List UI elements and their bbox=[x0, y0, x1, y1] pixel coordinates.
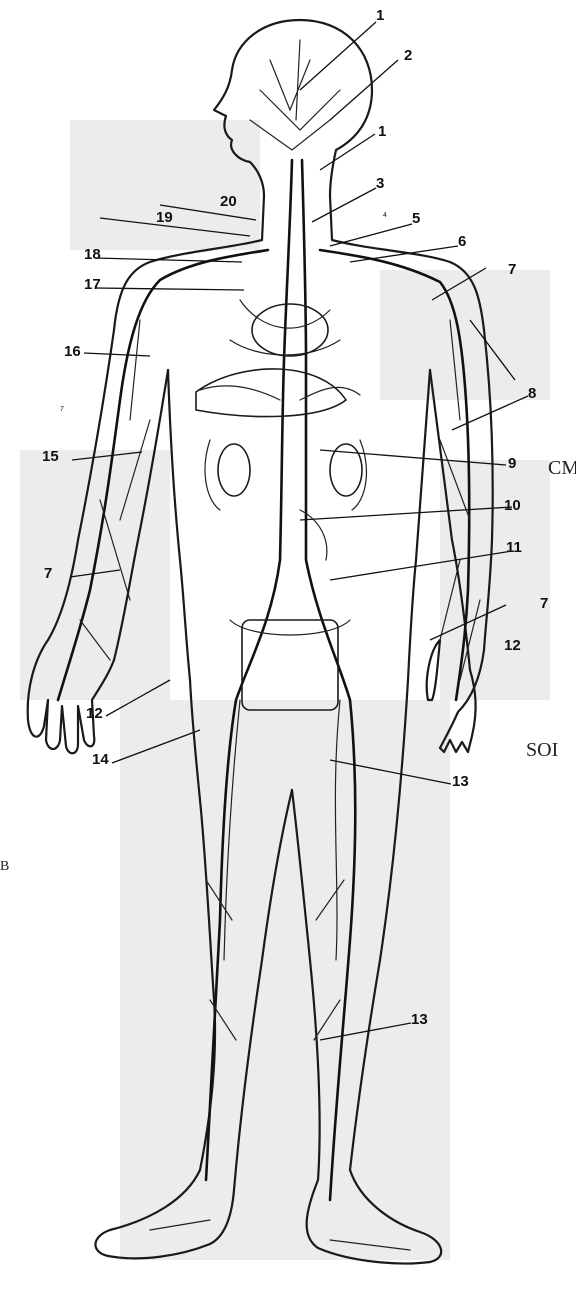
label-5: 5 bbox=[412, 211, 420, 226]
label-18: 18 bbox=[84, 247, 101, 262]
label-12-left: 12 bbox=[86, 706, 103, 721]
side-text-b: B bbox=[0, 860, 9, 874]
label-16: 16 bbox=[64, 344, 81, 359]
label-1-top: 1 bbox=[376, 8, 384, 23]
label-13-lower: 13 bbox=[411, 1012, 428, 1027]
label-14: 14 bbox=[92, 752, 109, 767]
label-15: 15 bbox=[42, 449, 59, 464]
label-4-small: 4 bbox=[383, 212, 387, 219]
label-3: 3 bbox=[376, 176, 384, 191]
label-20: 20 bbox=[220, 194, 237, 209]
label-1-second: 1 bbox=[378, 124, 386, 139]
label-11: 11 bbox=[506, 540, 522, 555]
label-17: 17 bbox=[84, 277, 101, 292]
label-2: 2 bbox=[404, 48, 412, 63]
label-9: 9 bbox=[508, 456, 516, 471]
label-7-small: 7 bbox=[60, 406, 64, 413]
label-7-left: 7 bbox=[44, 566, 52, 581]
side-text-cm: CM bbox=[548, 458, 576, 478]
side-text-soi: SOI bbox=[526, 740, 558, 760]
label-6: 6 bbox=[458, 234, 466, 249]
label-12-right: 12 bbox=[504, 638, 521, 653]
label-13-upper: 13 bbox=[452, 774, 469, 789]
organs bbox=[196, 304, 362, 710]
label-8: 8 bbox=[528, 386, 536, 401]
label-7-right: 7 bbox=[540, 596, 548, 611]
label-19: 19 bbox=[156, 210, 173, 225]
label-10: 10 bbox=[504, 498, 521, 513]
label-7-upper: 7 bbox=[508, 262, 516, 277]
